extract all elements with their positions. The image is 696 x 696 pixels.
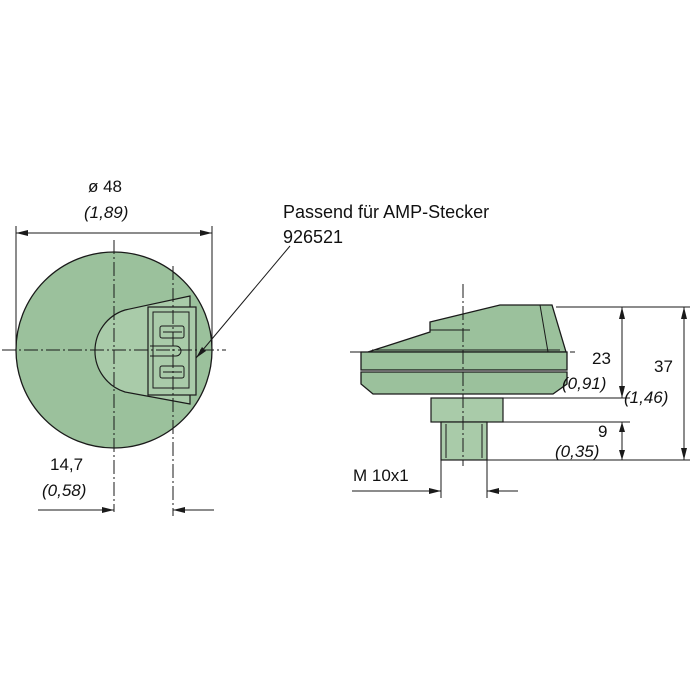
note-line-1: Passend für AMP-Stecker: [283, 202, 489, 222]
diameter-label: ø 48: [88, 177, 122, 196]
housing-top: [367, 304, 567, 353]
height23-label: 23: [592, 349, 611, 368]
diameter-inch-label: (1,89): [84, 203, 128, 222]
connector-pin-lower: [159, 365, 185, 379]
note-leader: [195, 245, 291, 359]
height37-label: 37: [654, 357, 673, 376]
front-view: ø 48 (1,89) 14,7 (0,58): [2, 177, 291, 516]
offset-inch-label: (0,58): [42, 481, 86, 500]
connector-pin-upper: [159, 325, 185, 339]
collar: [430, 397, 504, 423]
connector-block: [147, 306, 197, 396]
connector-key: [150, 345, 182, 357]
height23-inch-label: (0,91): [562, 374, 606, 393]
thread-length-inch-label: (0,35): [555, 442, 599, 461]
height37-inch-label: (1,46): [624, 388, 668, 407]
housing-body: [360, 351, 568, 371]
thread-stub: [440, 421, 488, 461]
housing-base: [360, 371, 568, 395]
offset-label: 14,7: [50, 455, 83, 474]
side-view: 23 (0,91) 37 (1,46) 9 (0,35) M 10x1: [350, 284, 690, 498]
thread-label: M 10x1: [353, 466, 409, 485]
thread-length-label: 9: [598, 422, 607, 441]
note-line-2: 926521: [283, 227, 343, 247]
